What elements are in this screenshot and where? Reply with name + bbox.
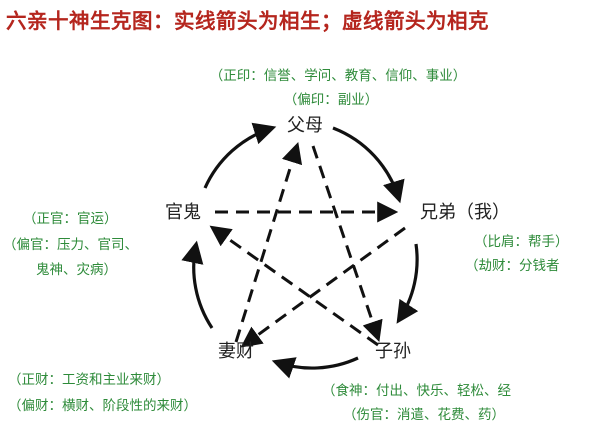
node-zisun: 子孙 xyxy=(375,341,411,362)
note-xiongdi-line2: （劫财：分钱者 xyxy=(465,258,560,274)
note-zisun-line1: （食神：付出、快乐、轻松、经 xyxy=(322,382,511,399)
arrow-guangui-to-fumu xyxy=(203,122,277,189)
arrow-fumu-to-zisun xyxy=(311,145,383,342)
note-xiongdi-line1: （比肩：帮手） xyxy=(474,234,569,250)
note-zisun-line2: （伤官：消遣、花费、药） xyxy=(343,407,505,423)
arrow-xiongdi-to-qicai xyxy=(240,226,406,348)
node-xiongdi: 兄弟（我） xyxy=(420,202,510,223)
arrow-qicai-to-guangui xyxy=(181,240,214,329)
arrow-zisun-to-qicai xyxy=(271,356,359,379)
note-fumu-line1: （正印：信誉、学问、教育、信仰、事业） xyxy=(210,68,467,84)
note-qicai-line1: （正财：工资和主业来财） xyxy=(8,372,170,388)
arrow-zisun-to-guangui xyxy=(209,225,379,347)
arrow-xiongdi-to-zisun xyxy=(396,243,419,324)
note-qicai-line2: （偏财：横财、阶段性的来财） xyxy=(8,398,197,414)
note-guangui-line3: 鬼神、灾病） xyxy=(36,261,117,278)
generating-arrows xyxy=(181,122,419,379)
node-guangui: 官鬼 xyxy=(165,202,201,223)
node-qicai: 妻财 xyxy=(218,341,254,362)
arrow-fumu-to-xiongdi xyxy=(332,126,405,204)
note-guangui-line1: （正官：官运） xyxy=(23,211,118,227)
arrow-qicai-to-fumu xyxy=(234,141,303,343)
node-fumu: 父母 xyxy=(287,115,323,136)
note-guangui-line2: （偏官：压力、官司、 xyxy=(3,237,138,253)
note-fumu-line2: （偏印：副业） xyxy=(284,92,379,108)
controlling-arrows xyxy=(209,141,406,348)
diagram-title: 六亲十神生克图：实线箭头为相生；虚线箭头为相克 xyxy=(6,9,489,33)
